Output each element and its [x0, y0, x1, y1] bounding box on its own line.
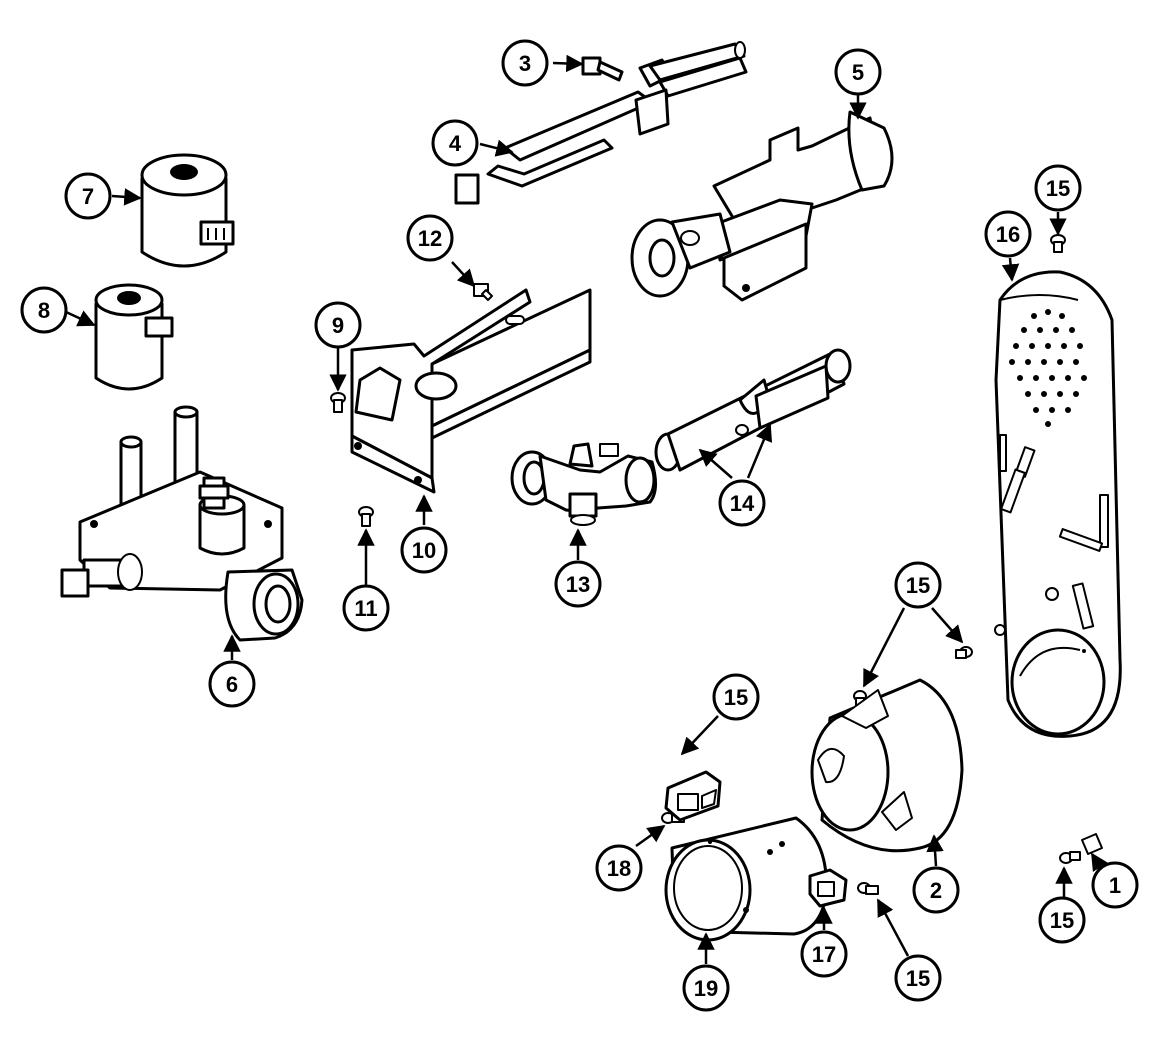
part-9-screw: [330, 392, 346, 413]
callout-label: 4: [449, 131, 462, 156]
part-12-screw: [473, 283, 493, 301]
callout-18: 18: [595, 844, 643, 892]
callout-label: 12: [418, 226, 442, 251]
callout-3: 3: [501, 39, 549, 87]
callout-label: 15: [1046, 176, 1070, 201]
callout-label: 15: [1050, 908, 1074, 933]
callout-label: 18: [607, 856, 631, 881]
callout-label: 1: [1109, 873, 1121, 898]
callout-label: 7: [82, 184, 94, 209]
part-1-clip: [1081, 833, 1103, 855]
part-13-fitting: [510, 442, 657, 526]
part-2-chamber: [810, 678, 964, 853]
part-7-solenoid-coil: [140, 153, 235, 268]
leader-lines: [65, 54, 1108, 964]
callout-label: 15: [724, 685, 748, 710]
callout-15-bottom-right: 15: [1038, 896, 1086, 944]
callout-1: 1: [1091, 861, 1139, 909]
part-17-sensor: [808, 868, 848, 908]
callout-5: 5: [834, 48, 882, 96]
callout-label: 11: [354, 596, 377, 621]
callout-label: 15: [906, 966, 930, 991]
part-8-solenoid-coil: [94, 283, 174, 391]
callout-7: 7: [64, 172, 112, 220]
callout-label: 19: [694, 976, 718, 1001]
callout-14: 14: [718, 479, 766, 527]
part-11-screw: [358, 506, 374, 527]
panel-holes: [1009, 309, 1087, 427]
callout-label: 2: [930, 878, 942, 903]
part-19-sleeve: [664, 816, 828, 942]
callout-label: 14: [730, 491, 755, 516]
callout-9: 9: [314, 301, 362, 349]
part-15-screw-bottom: [857, 882, 879, 895]
callout-15-bottom: 15: [894, 954, 942, 1002]
part-18-bracket: [664, 770, 722, 822]
callout-4: 4: [431, 119, 479, 167]
callout-19: 19: [682, 964, 730, 1012]
callout-label: 17: [812, 942, 836, 967]
callout-label: 5: [852, 60, 864, 85]
part-15-screw-mid: [955, 646, 973, 659]
part-4-igniter: [454, 41, 748, 205]
callout-10: 10: [400, 526, 448, 574]
callout-label: 13: [566, 572, 590, 597]
callout-label: 6: [226, 672, 238, 697]
callout-label: 15: [906, 573, 930, 598]
callout-label: 16: [996, 222, 1020, 247]
callout-15-middle: 15: [894, 561, 942, 609]
callout-label: 8: [38, 298, 50, 323]
part-14-tube: [654, 348, 852, 472]
part-15-screw-bottom-right: [1059, 851, 1081, 864]
callout-12: 12: [406, 214, 454, 262]
part-15-screw-top-right: [1050, 234, 1066, 253]
callout-label: 9: [332, 313, 344, 338]
part-3-screw: [581, 56, 624, 82]
part-5-burner: [630, 110, 894, 302]
callout-16: 16: [984, 210, 1032, 258]
callout-2: 2: [912, 866, 960, 914]
callout-15-left: 15: [712, 673, 760, 721]
part-6-gas-valve: [60, 405, 304, 642]
callout-6: 6: [208, 660, 256, 708]
part-10-bracket: [350, 288, 592, 494]
callout-13: 13: [554, 560, 602, 608]
callout-11: 11: [342, 584, 390, 632]
callout-15-top-right: 15: [1034, 164, 1082, 212]
callout-17: 17: [800, 930, 848, 978]
callout-8: 8: [20, 286, 68, 334]
callout-label: 3: [519, 51, 531, 76]
callout-label: 10: [412, 538, 436, 563]
part-16-panel: [994, 270, 1122, 738]
